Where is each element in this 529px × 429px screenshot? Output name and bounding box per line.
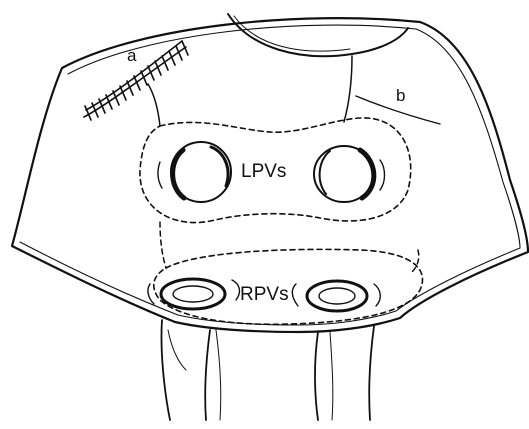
label-a: a (127, 47, 136, 64)
label-lpvs: LPVs (241, 162, 286, 181)
right-dashed-connector (412, 250, 419, 272)
rpv-ostium-left (148, 279, 240, 309)
lpv-ostium-left (158, 142, 231, 202)
label-rpvs: RPVs (240, 285, 289, 304)
rpv-ostium-right (292, 281, 380, 311)
line-b-connector (344, 56, 352, 122)
line-a-connector (148, 84, 160, 126)
lpv-ostium-right (314, 146, 385, 202)
left-dashed-connector (160, 222, 166, 268)
label-b: b (396, 87, 405, 104)
lower-vessels (161, 320, 374, 420)
